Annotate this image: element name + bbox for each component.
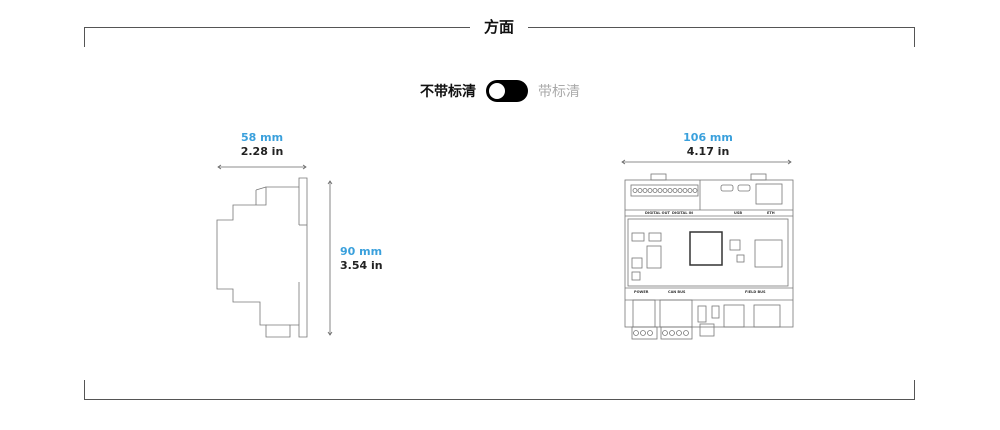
- svg-text:FIELD BUS: FIELD BUS: [745, 290, 766, 294]
- terminal-pin: [682, 188, 688, 193]
- label-toggle-switch[interactable]: [486, 80, 528, 102]
- device-side-view: [216, 177, 308, 338]
- side-height-mm: 90 mm: [340, 245, 383, 258]
- terminal-pin: [662, 188, 668, 193]
- side-width-arrow: [217, 164, 307, 170]
- terminal-pin: [657, 188, 663, 193]
- device-front-view: [624, 173, 794, 340]
- svg-text:DIGITAL OUT: DIGITAL OUT: [645, 211, 670, 215]
- toggle-label-without-labels[interactable]: 不带标清: [420, 84, 476, 100]
- svg-text:CAN BUS: CAN BUS: [668, 290, 686, 294]
- section-title: 方面: [470, 16, 528, 38]
- side-width-in: 2.28 in: [240, 145, 284, 158]
- svg-text:ETH: ETH: [767, 211, 775, 215]
- terminal-pin: [677, 188, 683, 193]
- terminal-pin: [637, 188, 643, 193]
- terminal-screw: [633, 330, 639, 336]
- svg-text:DIGITAL IN: DIGITAL IN: [672, 211, 693, 215]
- terminal-pin: [647, 188, 653, 193]
- side-width-mm: 58 mm: [240, 131, 284, 144]
- label-toggle-row: 不带标清 带标清: [0, 80, 1000, 102]
- section-frame-bottom: [84, 380, 915, 400]
- front-width-label: 106 mm 4.17 in: [668, 131, 748, 159]
- side-width-label: 58 mm 2.28 in: [222, 131, 302, 159]
- terminal-pin: [667, 188, 673, 193]
- terminal-pin: [692, 188, 698, 193]
- toggle-knob: [489, 83, 505, 99]
- terminal-screw: [647, 330, 653, 336]
- terminal-screw: [669, 330, 675, 336]
- front-width-in: 4.17 in: [686, 145, 730, 158]
- terminal-screw: [683, 330, 689, 336]
- front-width-mm: 106 mm: [683, 131, 733, 144]
- side-height-arrow: [327, 180, 333, 336]
- terminal-screw: [676, 330, 682, 336]
- terminal-pin: [632, 188, 638, 193]
- terminal-pin: [672, 188, 678, 193]
- terminal-pin: [642, 188, 648, 193]
- front-width-arrow: [621, 159, 792, 165]
- svg-text:USB: USB: [734, 211, 742, 215]
- toggle-label-with-labels[interactable]: 带标清: [538, 84, 580, 100]
- side-height-label: 90 mm 3.54 in: [340, 245, 383, 273]
- svg-text:POWER: POWER: [634, 290, 649, 294]
- terminal-pin: [687, 188, 693, 193]
- terminal-screw: [640, 330, 646, 336]
- terminal-pin: [652, 188, 658, 193]
- terminal-screw: [662, 330, 668, 336]
- side-height-in: 3.54 in: [340, 259, 383, 272]
